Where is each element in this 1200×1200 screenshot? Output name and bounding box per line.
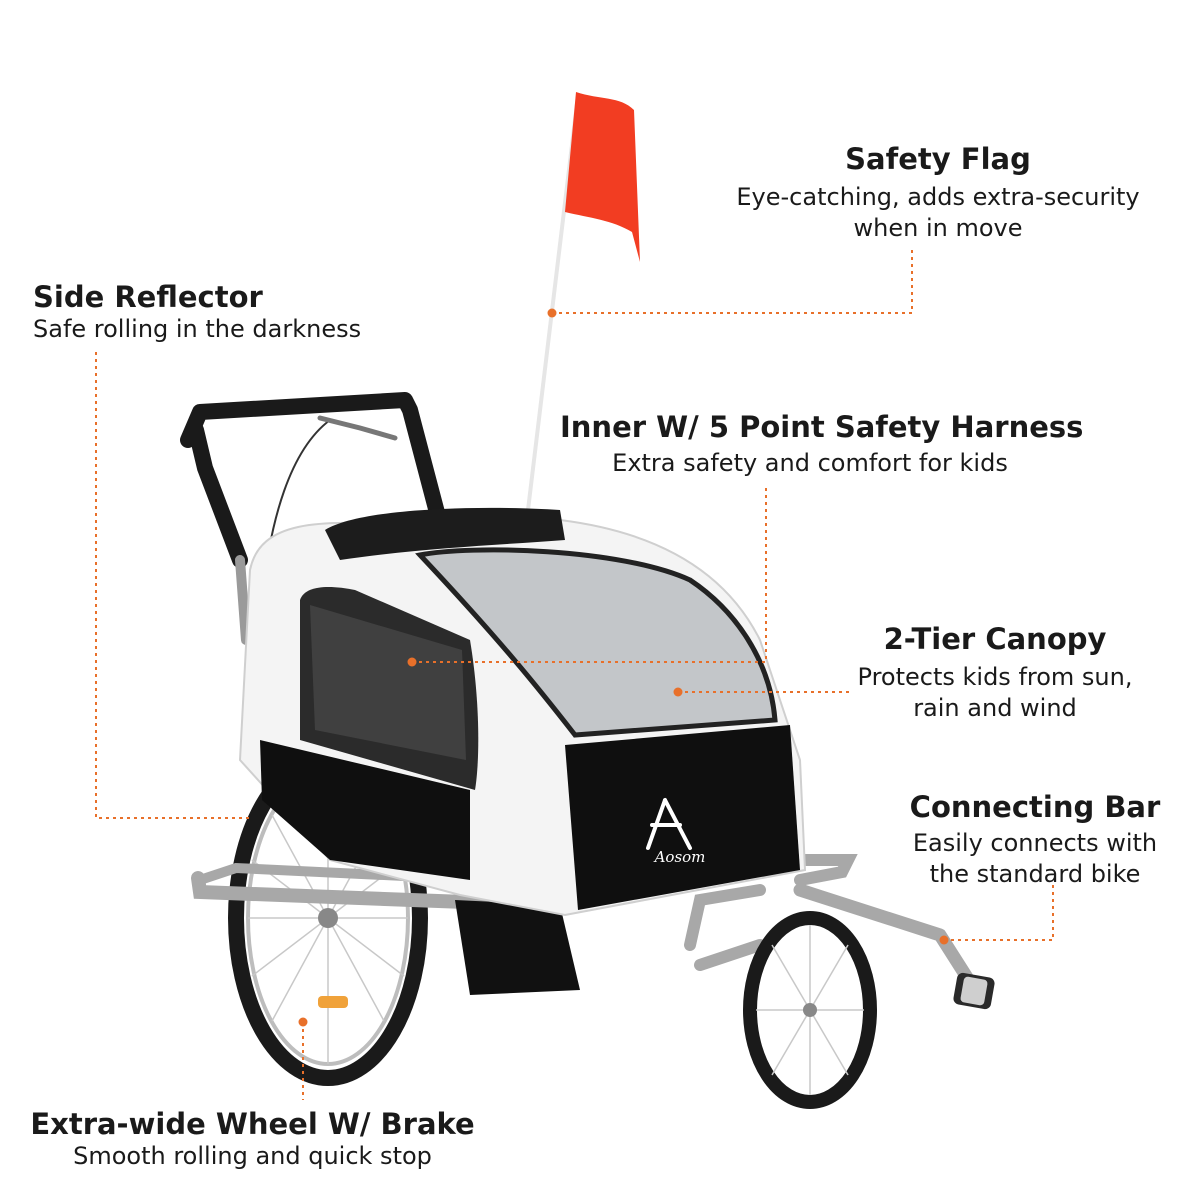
callout-desc: Safe rolling in the darkness: [33, 315, 362, 343]
callout-title: Extra-wide Wheel W/ Brake: [30, 1107, 475, 1141]
front-wheel: [743, 911, 877, 1109]
callout-title: 2-Tier Canopy: [883, 622, 1107, 656]
safety-flag: [526, 92, 640, 511]
callout-desc: the standard bike: [929, 860, 1141, 888]
dot-canopy: [673, 687, 683, 697]
callout-side-reflector: Side Reflector Safe rolling in the darkn…: [33, 280, 413, 345]
callout-desc: when in move: [853, 214, 1023, 242]
callout-desc: Easily connects with: [912, 829, 1158, 857]
callout-desc: rain and wind: [913, 694, 1077, 722]
callout-connecting-bar: Connecting Bar Easily connects with the …: [900, 790, 1170, 890]
callout-desc: Eye-catching, adds extra-security: [736, 183, 1140, 211]
dot-harness: [407, 657, 417, 667]
callout-harness: Inner W/ 5 Point Safety Harness Extra sa…: [560, 410, 1084, 479]
connecting-bar: [793, 883, 995, 1010]
callout-title: Inner W/ 5 Point Safety Harness: [560, 410, 1084, 444]
leader-safety-flag: [552, 250, 913, 314]
leader-side-reflector: [95, 352, 252, 819]
leader-connecting-bar: [944, 885, 1054, 941]
callout-title: Side Reflector: [33, 280, 263, 314]
leader-harness: [412, 488, 767, 663]
callout-title: Safety Flag: [845, 142, 1031, 176]
dot-safety-flag: [547, 308, 557, 318]
callout-desc: Protects kids from sun,: [857, 663, 1133, 691]
callout-title: Connecting Bar: [909, 790, 1161, 824]
dot-wheel: [298, 1017, 308, 1027]
cabin: [238, 507, 807, 995]
callout-canopy: 2-Tier Canopy Protects kids from sun, ra…: [845, 622, 1145, 724]
callout-desc: Smooth rolling and quick stop: [73, 1142, 432, 1170]
push-handle: [180, 392, 468, 645]
callout-wheel: Extra-wide Wheel W/ Brake Smooth rolling…: [30, 1107, 475, 1172]
callout-desc: Extra safety and comfort for kids: [612, 449, 1008, 477]
brand-logo: Aosom: [654, 848, 706, 866]
callout-safety-flag: Safety Flag Eye-catching, adds extra-sec…: [728, 142, 1148, 244]
dot-connecting-bar: [939, 935, 949, 945]
